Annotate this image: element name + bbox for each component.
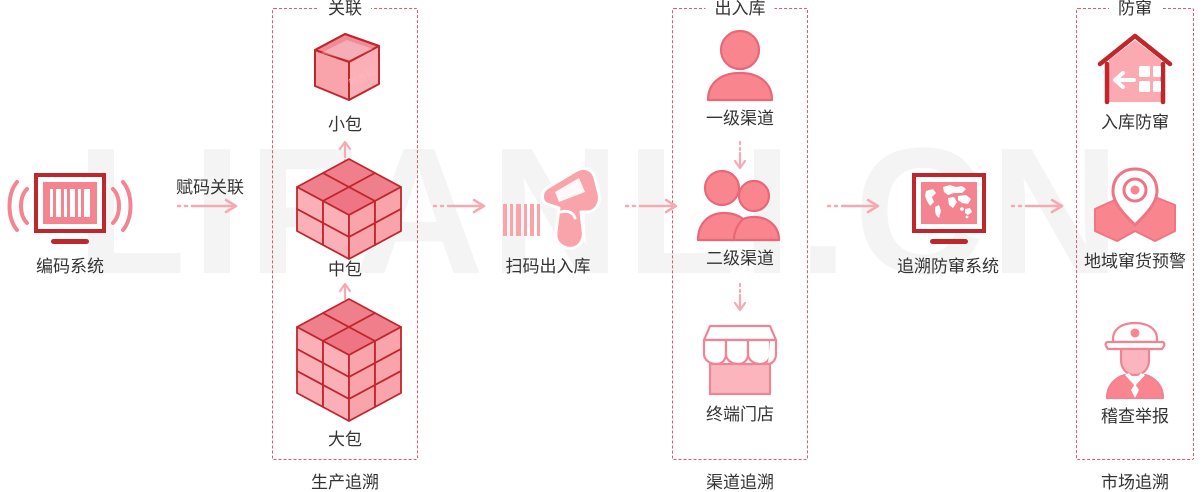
group-title-inout: 出入库	[705, 0, 775, 20]
group-caption-production-trace: 生产追溯	[311, 473, 379, 492]
storefront-icon: 利多码	[694, 320, 786, 398]
stacked-cartons-2x2x2-icon	[289, 158, 402, 260]
arrow-trace-system-to-anti-diversion	[1010, 196, 1070, 216]
arrow-channel1-to-channel2	[731, 140, 749, 170]
node-channel-level-1[interactable]: 一级渠道	[670, 28, 810, 130]
warehouse-inbound-icon	[1092, 28, 1178, 106]
node-label-inspection-report: 稽查举报	[1101, 407, 1169, 426]
arrow-channel2-to-store	[731, 282, 749, 312]
arrow-caption-assign-code: 赋码关联	[176, 178, 244, 197]
group-caption-market-trace: 市场追溯	[1101, 473, 1169, 492]
single-person-icon	[698, 28, 782, 102]
two-people-icon	[692, 169, 788, 242]
group-title-anti-diversion: 防窜	[1109, 0, 1161, 20]
node-coding-system[interactable]: 编码系统	[0, 165, 140, 278]
node-label-channel-level-1: 一级渠道	[706, 109, 774, 128]
node-scan-inout[interactable]: 扫码出入库	[478, 160, 618, 278]
node-terminal-store[interactable]: 利多码 终端门店	[670, 320, 810, 426]
node-label-region-alert: 地域窜货预警	[1084, 252, 1186, 271]
inspector-officer-icon	[1091, 320, 1179, 400]
node-label-inbound-guard: 入库防窜	[1101, 113, 1169, 132]
node-label-trace-system: 追溯防窜系统	[897, 257, 999, 276]
svg-text:利多码: 利多码	[725, 371, 755, 382]
arrow-association-to-scan	[432, 196, 492, 216]
map-pin-icon	[1089, 165, 1181, 245]
group-caption-channel-trace: 渠道追溯	[706, 473, 774, 492]
node-label-coding-system: 编码系统	[36, 257, 104, 276]
stacked-cartons-2x2x3-icon	[289, 298, 402, 423]
node-label-small-pack: 小包	[328, 115, 362, 134]
world-map-monitor-icon	[896, 165, 1000, 250]
group-frame-anti-diversion: 防窜	[1076, 0, 1194, 460]
node-channel-level-2[interactable]: 二级渠道	[670, 169, 810, 270]
node-inspection-report[interactable]: 稽查举报	[1065, 320, 1202, 428]
group-frame-association: 关联	[272, 0, 418, 460]
arrow-assign-code	[176, 196, 244, 216]
single-carton-icon: 利多码	[299, 28, 391, 108]
barcode-monitor-icon	[7, 165, 133, 250]
node-label-large-pack: 大包	[328, 430, 362, 449]
node-region-alert[interactable]: 地域窜货预警	[1065, 165, 1202, 273]
node-label-channel-level-2: 二级渠道	[706, 249, 774, 268]
node-inbound-guard[interactable]: 入库防窜	[1065, 28, 1202, 134]
node-small-pack[interactable]: 利多码 小包	[275, 28, 415, 136]
node-label-medium-pack: 中包	[328, 260, 362, 279]
node-label-scan-inout: 扫码出入库	[505, 257, 591, 276]
arrow-inout-to-trace-system	[826, 196, 886, 216]
node-trace-system[interactable]: 追溯防窜系统	[878, 165, 1018, 278]
group-frame-inout: 出入库	[672, 0, 808, 460]
node-label-terminal-store: 终端门店	[706, 405, 774, 424]
node-large-pack[interactable]: 大包	[275, 298, 415, 451]
arrow-scan-to-inout	[624, 196, 684, 216]
group-title-association: 关联	[319, 0, 371, 20]
barcode-scanner-gun-icon	[489, 160, 607, 250]
node-medium-pack[interactable]: 中包	[275, 158, 415, 281]
